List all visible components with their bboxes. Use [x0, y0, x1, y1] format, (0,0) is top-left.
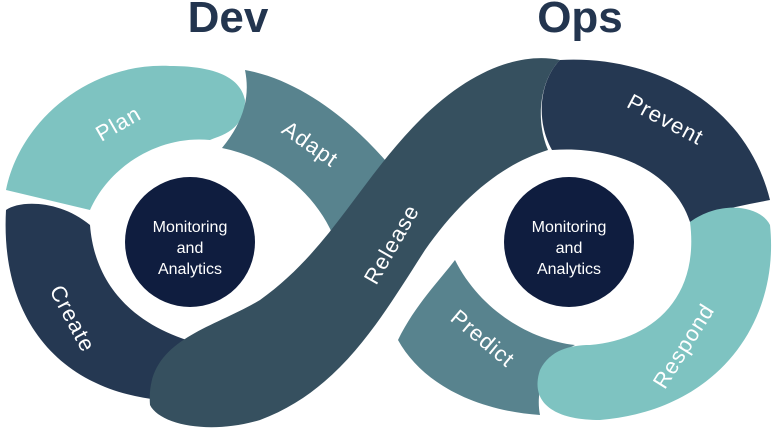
right-hub-line1: Monitoring: [532, 219, 607, 236]
predict-segment: [398, 260, 575, 415]
right-monitoring-hub: [504, 177, 634, 307]
dev-title: Dev: [188, 0, 269, 42]
ops-title: Ops: [537, 0, 623, 42]
left-hub-line3: Analytics: [158, 261, 222, 278]
release-segment: [149, 58, 560, 428]
left-hub-line1: Monitoring: [153, 219, 228, 236]
right-hub-line2: and: [556, 240, 583, 257]
prevent-segment: [541, 59, 770, 222]
right-hub-line3: Analytics: [537, 261, 601, 278]
left-hub-line2: and: [177, 240, 204, 257]
create-segment: [5, 203, 205, 400]
respond-segment: [537, 207, 772, 420]
plan-segment: [6, 65, 245, 210]
adapt-segment: [222, 70, 385, 240]
left-monitoring-hub: [125, 177, 255, 307]
